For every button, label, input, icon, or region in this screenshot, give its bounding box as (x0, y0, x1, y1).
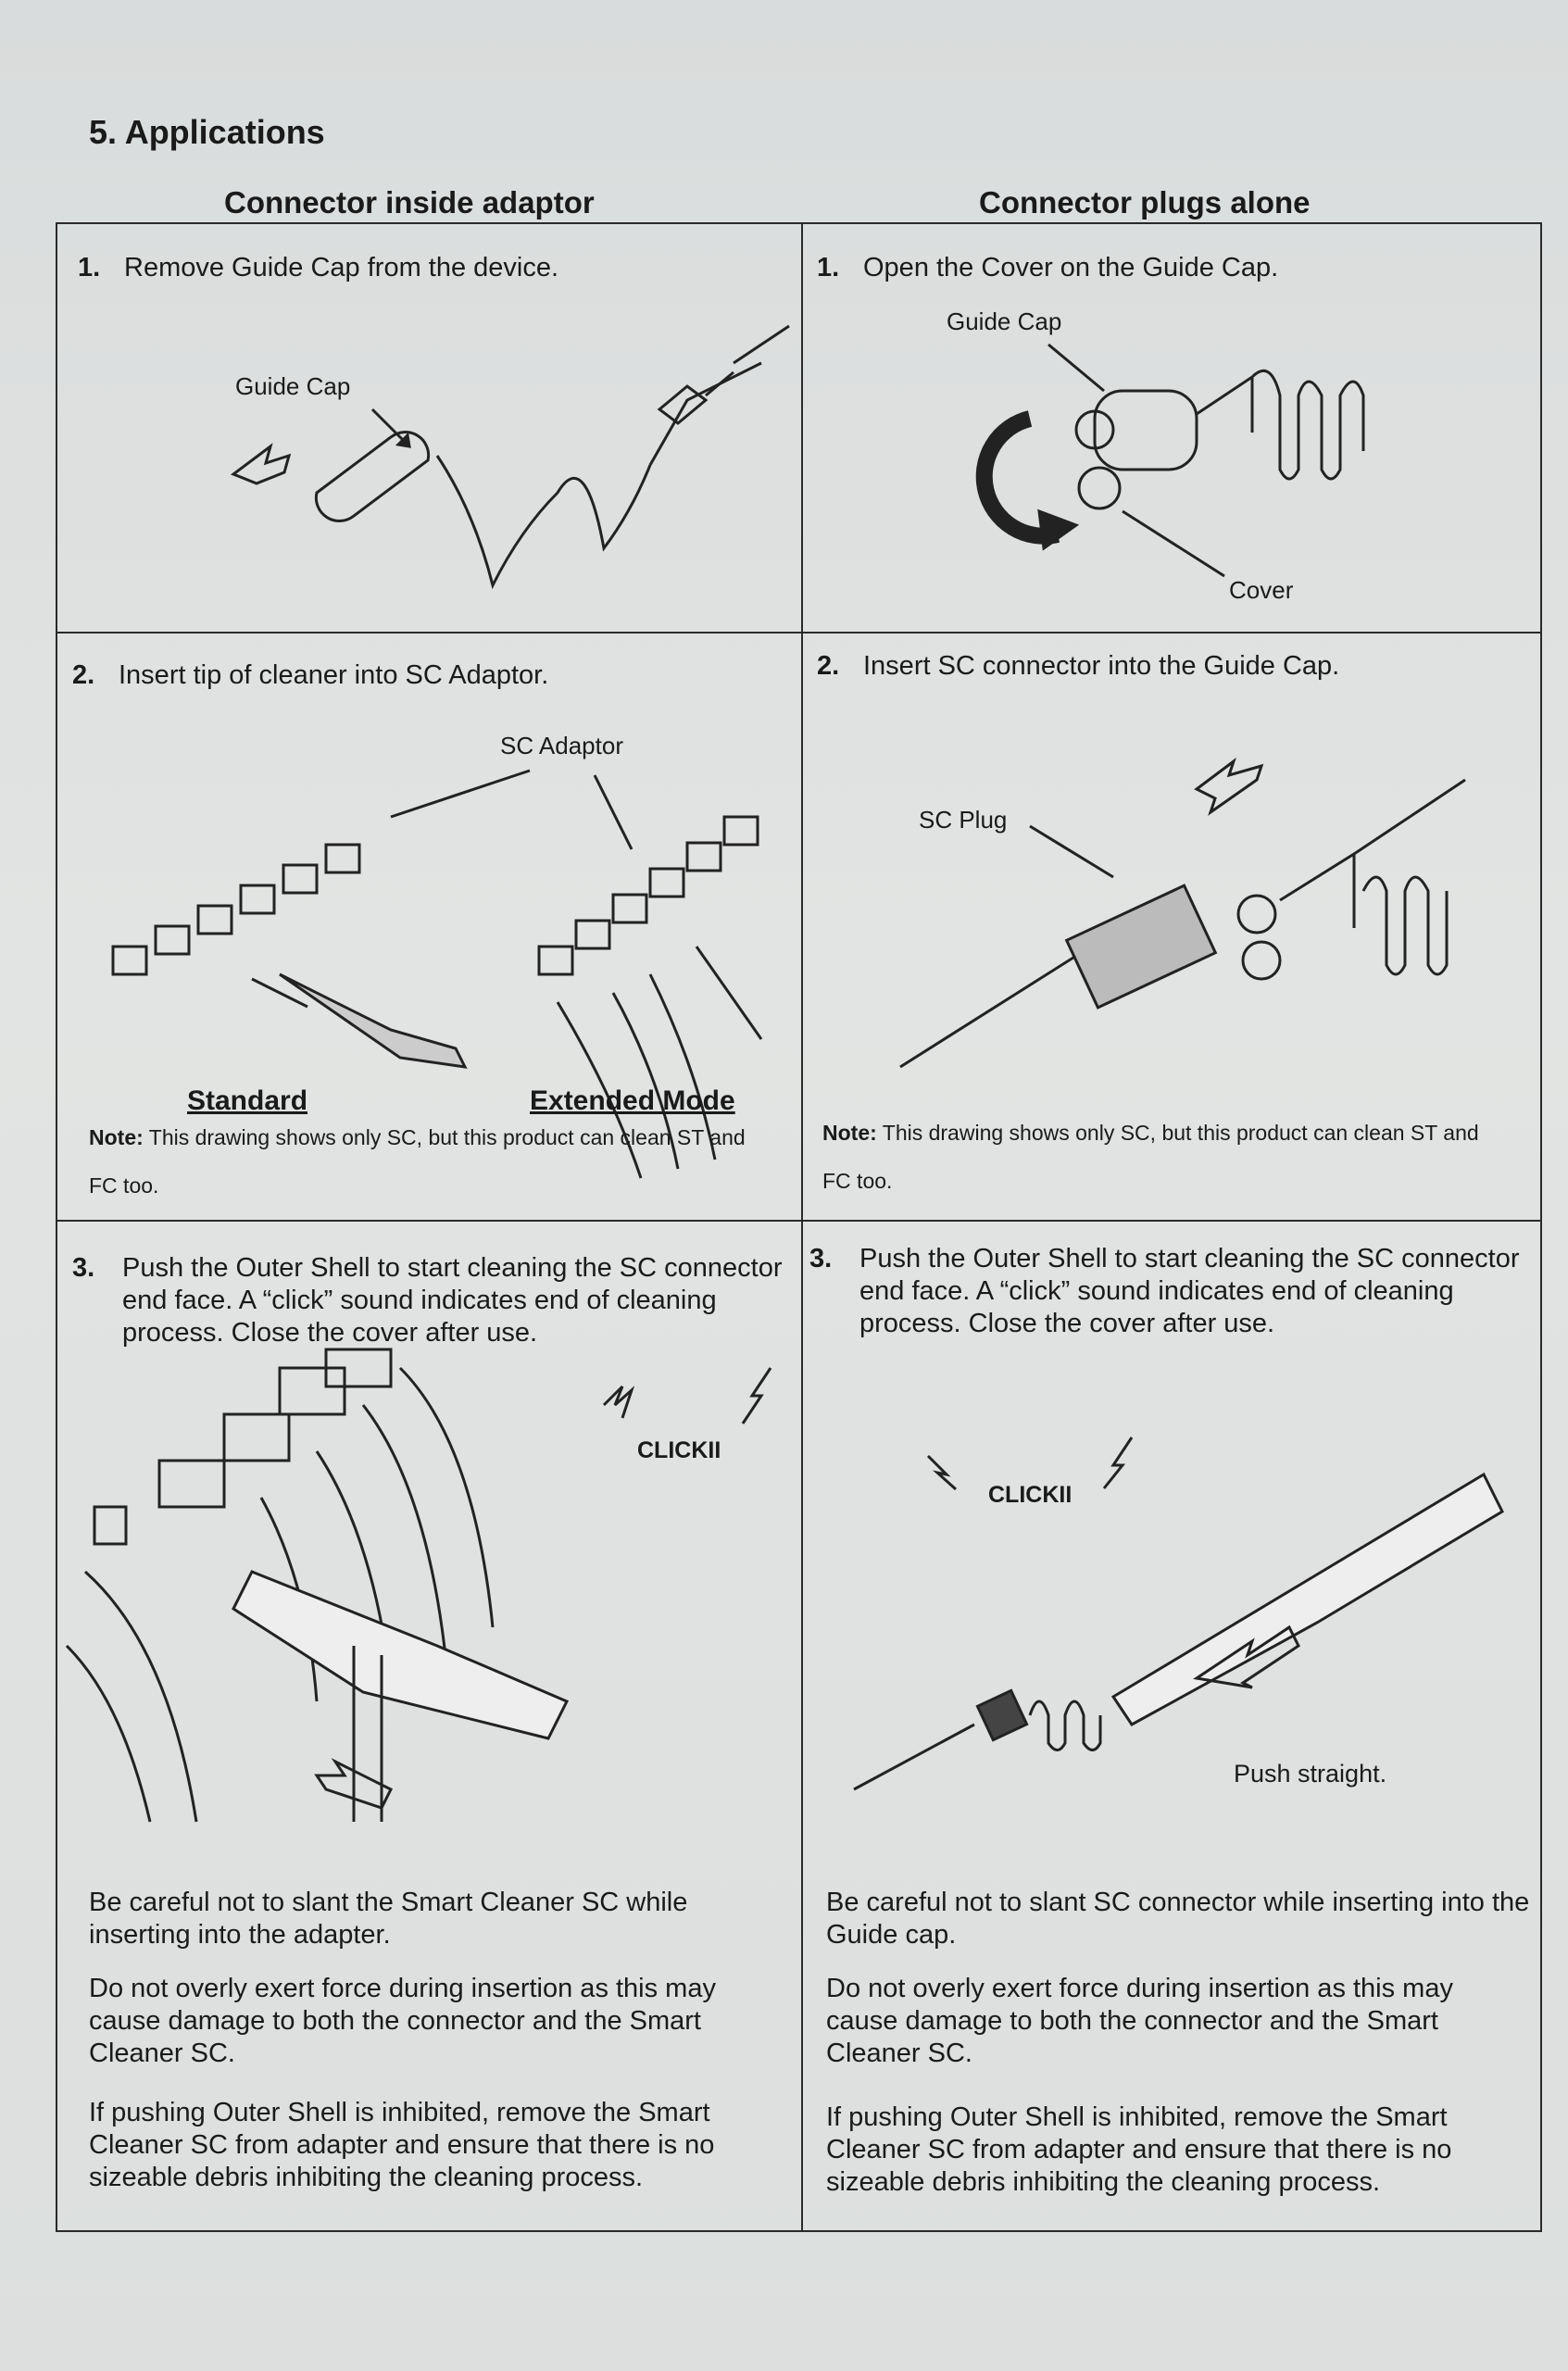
label-guide-cap: Guide Cap (235, 372, 351, 400)
right-caution-1: Be careful not to slant SC connector whi… (826, 1888, 1530, 1950)
note-prefix: Note: (89, 1125, 144, 1149)
left-step1: 1. Remove Guide Cap from the device. (78, 252, 558, 284)
label-guide-cap: Guide Cap (947, 307, 1062, 335)
left-step2-note: Note: This drawing shows only SC, but th… (89, 1113, 756, 1210)
step-number: 1. (78, 253, 101, 282)
note-text: This drawing shows only SC, but this pro… (89, 1125, 746, 1198)
right-step2: 2. Insert SC connector into the Guide Cap… (817, 650, 1339, 683)
left-caution-3: If pushing Outer Shell is inhibited, rem… (89, 2098, 715, 2192)
step-text: Push the Outer Shell to start cleaning t… (859, 1244, 1520, 1338)
right-caution-2: Do not overly exert force during inserti… (826, 1974, 1453, 2068)
row-divider-2 (57, 1220, 1540, 1222)
step-number: 1. (817, 253, 840, 282)
step-number: 2. (817, 651, 840, 681)
label-extended-mode: Extended Mode (530, 1085, 735, 1116)
push-outer-shell-adaptor-illustration (65, 1348, 772, 1823)
column-heading-right: Connector plugs alone (979, 185, 1311, 220)
applications-table: 1. Remove Guide Cap from the device. Guid… (56, 222, 1542, 2232)
step-text: Push the Outer Shell to start cleaning t… (122, 1253, 783, 1348)
label-cover: Cover (1229, 576, 1294, 604)
open-cover-illustration (975, 343, 1365, 578)
column-divider (801, 224, 803, 2230)
label-sc-adaptor: SC Adaptor (500, 732, 623, 759)
click-label: CLICKII (988, 1482, 1073, 1508)
step-text: Insert tip of cleaner into SC Adaptor. (119, 660, 549, 690)
step-text: Open the Cover on the Guide Cap. (863, 253, 1279, 282)
step-number: 3. (72, 1253, 95, 1283)
label-sc-plug: SC Plug (919, 806, 1008, 834)
push-outer-shell-plug-illustration (853, 1436, 1504, 1791)
step-number: 2. (72, 660, 95, 690)
insert-plug-illustration (899, 757, 1466, 1069)
right-step2-note: Note: This drawing shows only SC, but th… (822, 1109, 1489, 1205)
step-text: Remove Guide Cap from the device. (124, 253, 559, 282)
note-prefix: Note: (822, 1121, 877, 1145)
right-caution-3: If pushing Outer Shell is inhibited, rem… (826, 2102, 1452, 2197)
click-label: CLICKII (637, 1437, 721, 1463)
insert-adaptor-illustration (111, 769, 763, 1179)
label-standard-mode: Standard (187, 1085, 308, 1116)
label-push-straight: Push straight. (1234, 1760, 1387, 1788)
note-text: This drawing shows only SC, but this pro… (822, 1121, 1479, 1193)
left-step2: 2. Insert tip of cleaner into SC Adaptor. (72, 659, 548, 692)
section-heading: 5. Applications (89, 113, 325, 151)
column-heading-left: Connector inside adaptor (224, 185, 595, 220)
left-caution-1: Be careful not to slant the Smart Cleane… (89, 1888, 688, 1950)
right-step1: 1. Open the Cover on the Guide Cap. (817, 252, 1278, 284)
left-caution-2: Do not overly exert force during inserti… (89, 1974, 716, 2068)
remove-guide-cap-illustration (230, 324, 790, 590)
right-step3: 3. Push the Outer Shell to start cleaning… (809, 1243, 1532, 1340)
step-text: Insert SC connector into the Guide Cap. (863, 651, 1340, 681)
step-number: 3. (809, 1244, 833, 1273)
left-step3: 3. Push the Outer Shell to start cleaning… (72, 1252, 785, 1349)
row-divider-1 (57, 632, 1540, 634)
